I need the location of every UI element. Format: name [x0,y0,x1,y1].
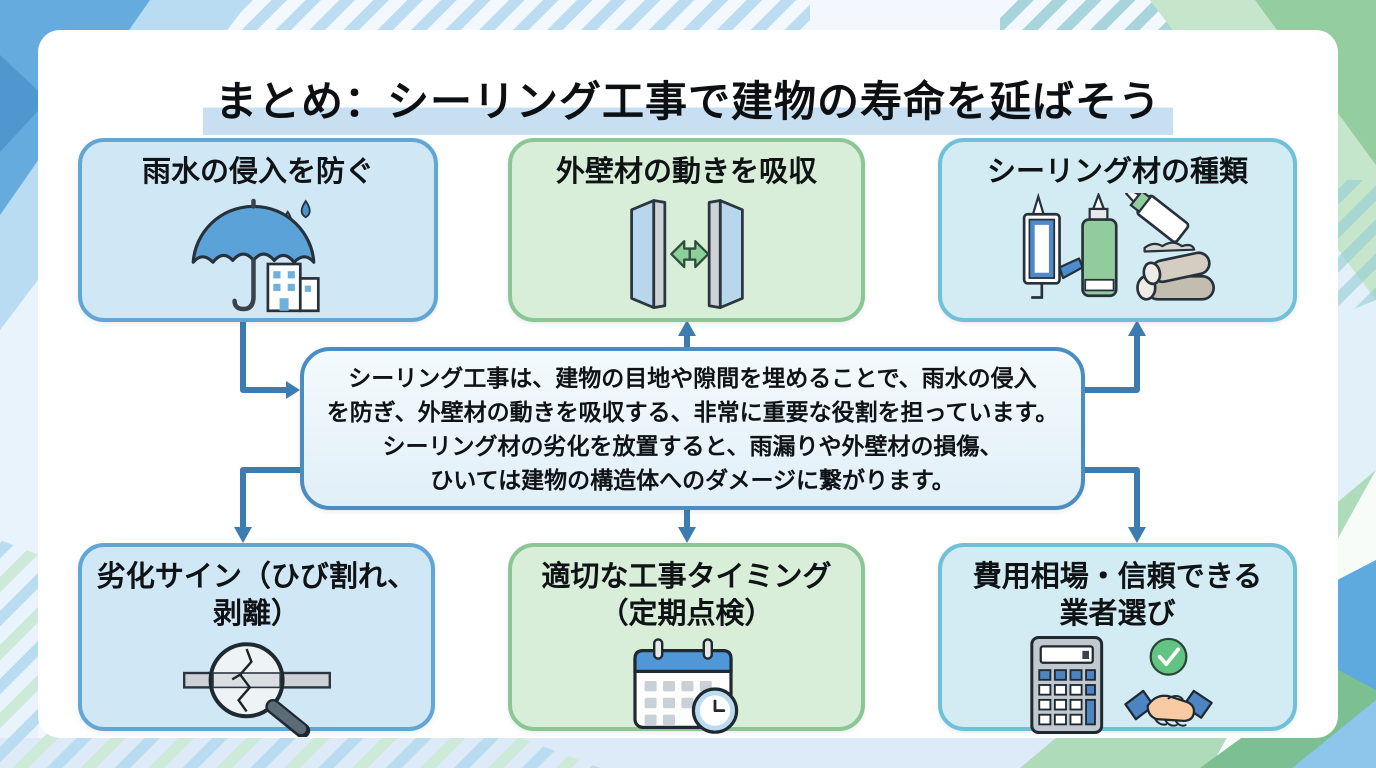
card-rainwater: 雨水の侵入を防ぐ [78,138,438,322]
arrow-summary-to-card5 [678,508,696,543]
card-title: 費用相場・信頼できる 業者選び [973,559,1262,633]
card-cost-contractor: 費用相場・信頼できる 業者選び [938,543,1297,735]
card-title-line: 外壁材の動きを吸収 [555,156,817,188]
card-title-line: シーリング材の種類 [986,156,1248,188]
card-title: 雨水の侵入を防ぐ [142,154,374,191]
summary-text-line: を防ぎ、外壁材の動きを吸収する、非常に重要な役割を担っています。 [326,398,1059,425]
arrow-summary-to-card3 [1084,320,1146,393]
magnifier-crack-icon [162,633,352,737]
summary-text-line: シーリング材の劣化を放置すると、雨漏りや外壁材の損傷、 [382,432,1003,459]
summary-box: シーリング工事は、建物の目地や隙間を埋めることで、雨水の侵入 を防ぎ、外壁材の動… [300,347,1085,510]
card-title-line: 業者選び [1059,598,1176,630]
arrow-summary-to-card6 [1084,467,1146,543]
calculator-handshake-icon [990,633,1246,737]
umbrella-rain-icon [173,191,343,318]
card-work-timing: 適切な工事タイミング （定期点検） [508,543,865,734]
card-title-line: （定期点検） [599,598,774,630]
title-highlight: まとめ：シーリング工事で建物の寿命を延ばそう [202,78,1173,135]
arrow-summary-to-card4 [234,467,300,543]
card-title-line: 雨水の侵入を防ぐ [141,156,374,188]
content-panel: まとめ：シーリング工事で建物の寿命を延ばそう 雨水の侵入を [38,30,1338,738]
card-title: シーリング材の種類 [987,154,1248,191]
sealant-materials-icon [998,191,1238,318]
card-deterioration-signs: 劣化サイン（ひび割れ、 剥離） [78,543,435,737]
page-title: まとめ：シーリング工事で建物の寿命を延ばそう [38,68,1338,135]
card-sealant-types: シーリング材の種類 [938,138,1297,322]
summary-text-line: ひいては建物の構造体へのダメージに繋がります。 [430,466,955,493]
card-title-line: 適切な工事タイミング [541,561,832,593]
card-title-line: 劣化サイン（ひび割れ、 [96,561,417,593]
card-title: 適切な工事タイミング （定期点検） [541,559,831,633]
calendar-clock-icon [602,633,772,737]
wall-panels-arrows-icon [597,191,777,318]
arrow-summary-to-card2 [678,320,696,349]
summary-text-line: シーリング工事は、建物の目地や隙間を埋めることで、雨水の侵入 [348,364,1037,391]
flow-arrows [234,316,1146,543]
card-title: 外壁材の動きを吸収 [556,154,817,191]
card-wall-movement: 外壁材の動きを吸収 [508,138,865,322]
card-title-line: 剥離） [212,598,300,630]
arrow-card1-to-summary [240,316,300,399]
card-title-line: 費用相場・信頼できる [972,561,1263,593]
card-title: 劣化サイン（ひび割れ、 剥離） [97,559,416,633]
